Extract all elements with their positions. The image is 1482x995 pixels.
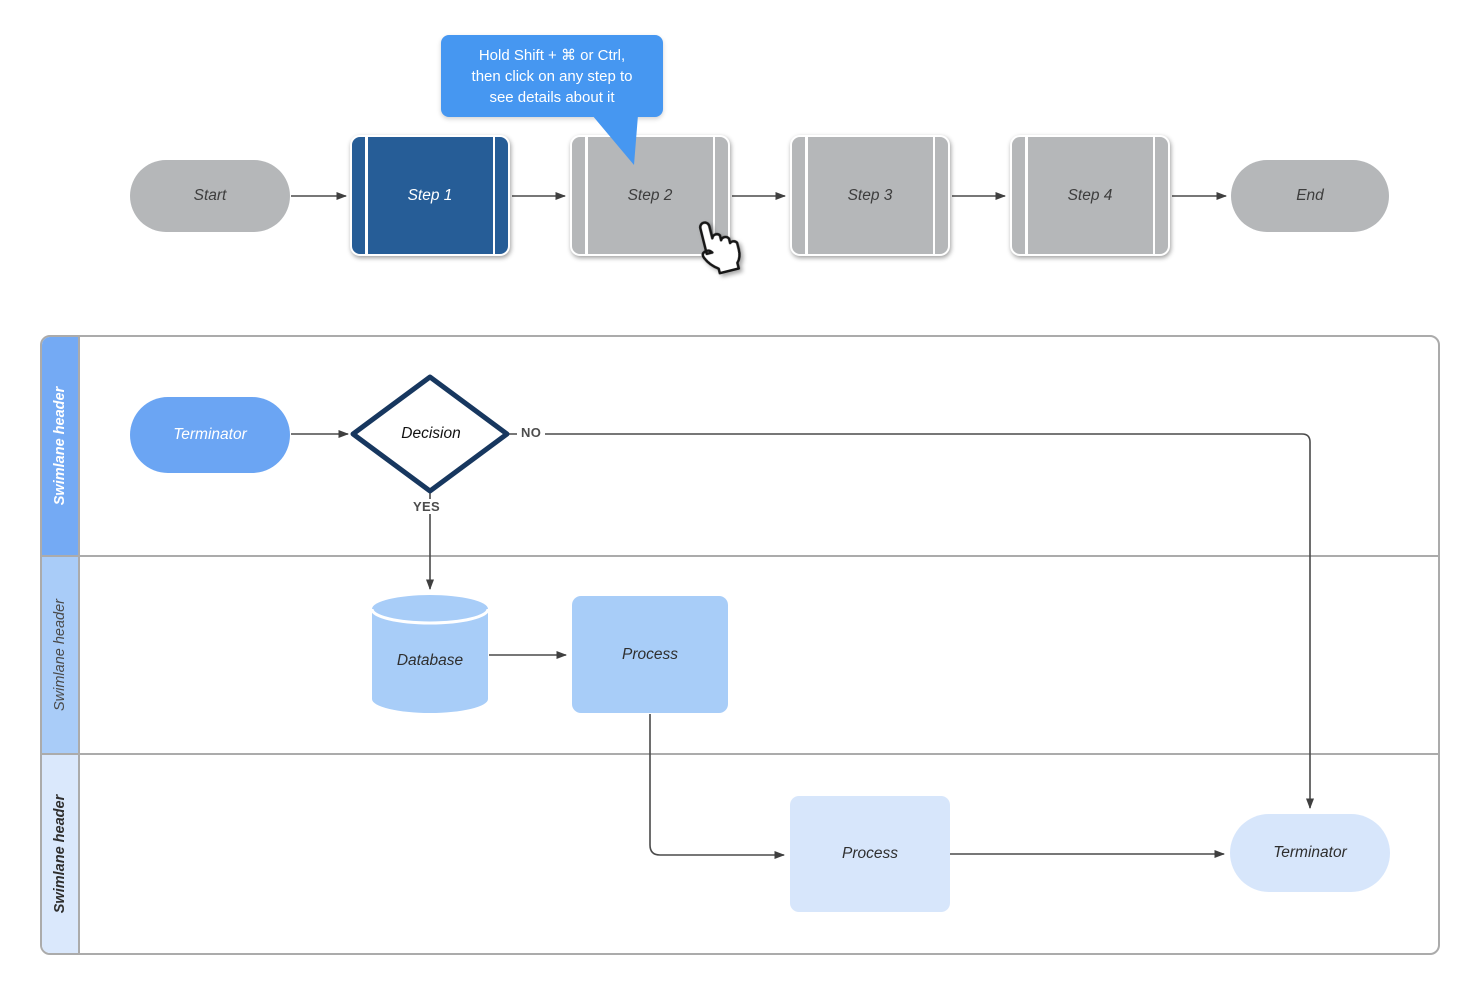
help-tooltip-line: then click on any step to	[471, 67, 633, 85]
hand-cursor-icon	[698, 221, 741, 275]
predefined-process-line	[805, 137, 808, 254]
node-decision[interactable]: Decision	[353, 376, 509, 492]
swimlane-1: Swimlane header	[42, 337, 1438, 555]
edge-process-process[interactable]	[649, 714, 785, 859]
decision-diamond-shape[interactable]	[350, 374, 510, 494]
node-step2-label: Step 2	[627, 186, 673, 204]
node-process-bottom-label: Process	[842, 845, 898, 862]
node-step4[interactable]: Step 4	[1010, 135, 1170, 256]
node-end[interactable]: End	[1231, 160, 1389, 232]
node-terminator-out[interactable]: Terminator	[1230, 814, 1390, 892]
node-terminator-out-label: Terminator	[1273, 844, 1347, 861]
node-end-label: End	[1296, 187, 1324, 204]
swimlane-2: Swimlane header	[42, 555, 1438, 753]
help-tooltip: Hold Shift + ⌘ or Ctrl, then click on an…	[441, 35, 663, 117]
predefined-process-line	[585, 137, 588, 254]
node-process-mid[interactable]: Process	[572, 596, 728, 713]
node-step2[interactable]: Step 2	[570, 135, 730, 256]
swimlane-2-header[interactable]: Swimlane header	[42, 557, 80, 753]
predefined-process-line	[712, 137, 715, 254]
predefined-process-line	[1152, 137, 1155, 254]
edge-label-yes[interactable]: YES	[409, 499, 444, 514]
node-start-label: Start	[193, 187, 227, 204]
node-step4-label: Step 4	[1067, 186, 1113, 204]
node-decision-label: Decision	[401, 425, 461, 442]
database-cylinder-shape[interactable]	[372, 595, 488, 713]
node-database-label: Database	[396, 652, 464, 669]
node-step1-label: Step 1	[407, 186, 453, 204]
node-step1[interactable]: Step 1	[350, 135, 510, 256]
predefined-process-line	[1025, 137, 1028, 254]
node-terminator-in-label: Terminator	[173, 426, 247, 443]
node-process-bottom[interactable]: Process	[790, 796, 950, 912]
node-step3-label: Step 3	[847, 186, 893, 204]
swimlane-3-header[interactable]: Swimlane header	[42, 755, 80, 953]
edge-label-no[interactable]: NO	[517, 425, 546, 440]
node-step3[interactable]: Step 3	[790, 135, 950, 256]
node-start[interactable]: Start	[130, 160, 290, 232]
predefined-process-line	[492, 137, 495, 254]
predefined-process-line	[365, 137, 368, 254]
edge-decision-no[interactable]	[509, 433, 1314, 809]
database-cylinder-cap	[370, 608, 490, 625]
swimlane-1-header[interactable]: Swimlane header	[42, 337, 80, 555]
swimlane-3: Swimlane header	[42, 753, 1438, 953]
node-database[interactable]: Database	[372, 648, 488, 674]
node-terminator-in[interactable]: Terminator	[130, 397, 290, 473]
predefined-process-line	[932, 137, 935, 254]
help-tooltip-line: Hold Shift + ⌘ or Ctrl,	[478, 46, 626, 64]
node-process-mid-label: Process	[622, 645, 678, 663]
help-tooltip-line: see details about it	[489, 88, 615, 106]
